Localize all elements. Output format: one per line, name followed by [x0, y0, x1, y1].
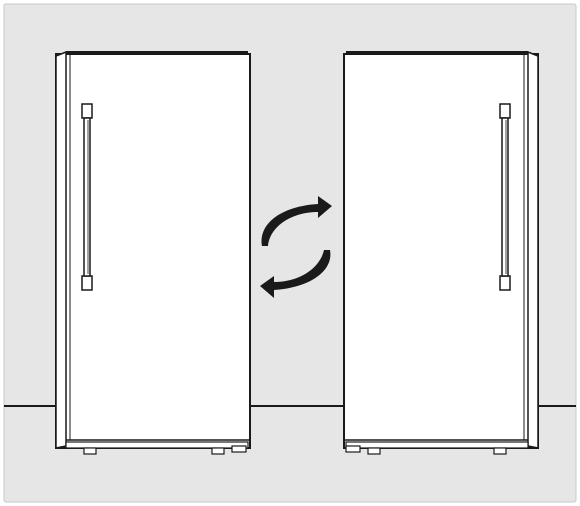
left-refrigerator — [55, 50, 251, 455]
right-refrigerator — [343, 50, 539, 455]
left-base-grille — [65, 441, 249, 449]
right-leveling-feet — [345, 445, 507, 455]
right-door-handle — [499, 103, 511, 291]
left-door-handle — [81, 103, 93, 291]
right-base-grille — [345, 441, 529, 449]
arrow-upper-right — [261, 196, 332, 246]
arrow-lower-left — [260, 250, 331, 298]
swap-cycle-arrows-icon — [260, 196, 332, 298]
left-cabinet-side — [55, 50, 67, 449]
right-cabinet-side — [527, 50, 539, 449]
left-leveling-feet — [83, 445, 247, 455]
